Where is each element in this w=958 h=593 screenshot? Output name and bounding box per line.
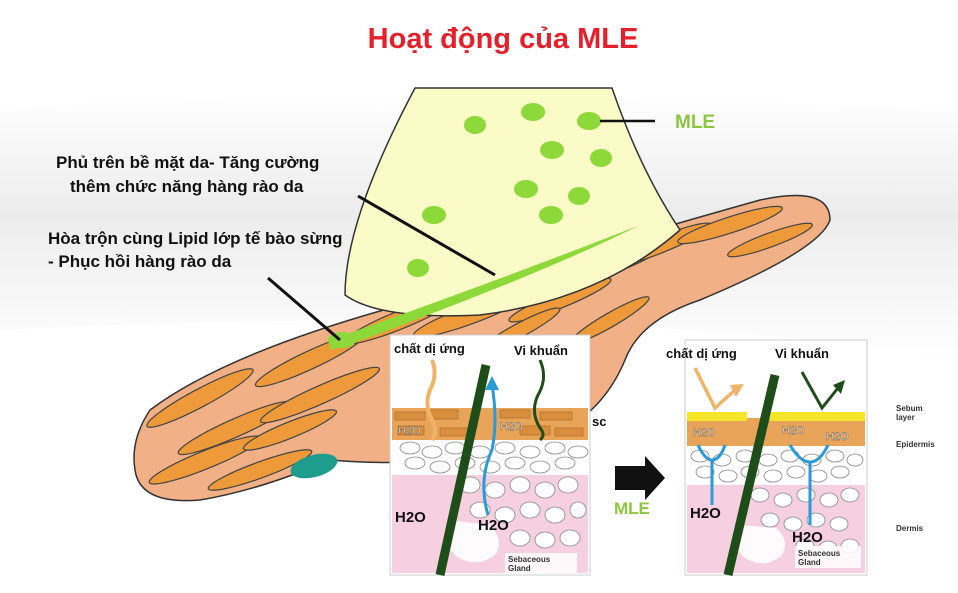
before-water-bottom-left: H2O [395,509,426,526]
panel-after: chất dị ứng Vi khuẩn H2O H2O H2O H2O H2O… [666,339,935,577]
after-water-top2: H2O [782,425,805,437]
before-sebaceous-gland [445,520,499,563]
layer-dermis-label: Dermis [896,524,924,533]
after-water-bottom-left: H2O [690,505,721,522]
layer-sebum-label: Sebum [896,404,923,413]
panel-before: chất dị ứng Vi khuẩn sc H2O H2O H2O H2O … [389,334,606,576]
mle-particles [407,103,612,277]
layer-sebum-label2: layer [896,413,915,422]
before-water-arrow [482,384,497,516]
before-allergen-label: chất dị ứng [394,341,465,356]
after-gland-label: Sebaceous [798,549,841,558]
after-water-top: H2O [693,427,716,439]
before-gland-label: Sebaceous [508,555,551,564]
after-water-top3: H2O [826,431,849,443]
before-water-bottom-right: H2O [478,517,509,534]
mle-lipid-streak [330,225,640,350]
mle-cream-blob [344,87,681,317]
after-water-left [696,444,727,505]
surface-pointer-line [357,194,496,277]
surface-label-line2: thêm chức năng hàng rào da [70,177,304,196]
before-bacteria-label: Vi khuẩn [514,343,568,358]
page-title: Hoạt động của MLE [368,23,639,55]
after-bacteria-label: Vi khuẩn [775,346,829,361]
before-allergen-path [425,359,437,442]
transition-arrow [615,456,665,500]
layer-epidermis-label: Epidermis [896,440,935,449]
before-water-top2: H2O [500,421,523,433]
after-sebaceous-gland [735,525,785,564]
after-water-right [788,444,830,525]
before-hair-shaft [435,364,491,576]
before-water-top: H2O [398,425,421,437]
after-sebum-layer [687,412,747,421]
surface-label-line1: Phủ trên bề mặt da- Tăng cường [56,153,319,172]
after-allergen-label: chất dị ứng [666,346,737,361]
before-bacteria-path [533,359,545,442]
before-gland-label2: Gland [508,564,531,573]
after-water-bottom-right: H2O [792,529,823,546]
after-bacteria-path [800,371,840,411]
mle-label: MLE [675,112,715,133]
lipid-label-line2: - Phục hồi hàng rào da [48,252,232,271]
after-gland-label2: Gland [798,558,821,567]
after-stratum-corneum [687,418,865,446]
before-epidermis-cells [399,441,589,549]
lipid-pointer-line [267,276,341,342]
before-sc-label: sc [592,414,606,429]
lipid-label-line1: Hòa trộn cùng Lipid lớp tế bào sừng [48,229,343,248]
cell-nucleus [290,453,338,479]
after-allergen-path [693,367,737,411]
transition-arrow-label: MLE [614,499,650,518]
after-hair-shaft [723,373,780,577]
